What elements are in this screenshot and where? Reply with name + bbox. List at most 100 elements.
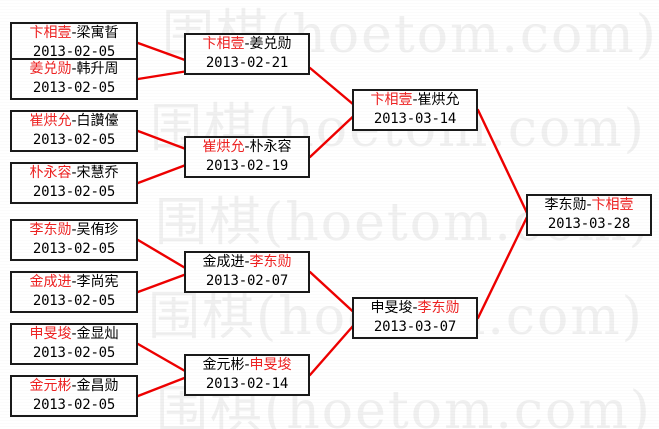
- vs-separator: -: [412, 300, 418, 316]
- match-loser: 白讚儓: [76, 113, 119, 129]
- vs-separator: -: [71, 113, 77, 129]
- match-date: 2013-02-05: [32, 345, 116, 361]
- match-box[interactable]: 李东勋-吴侑珍 2013-02-05: [10, 219, 138, 261]
- match-box[interactable]: 卞相壹-梁寓晢 2013-02-05: [10, 22, 138, 64]
- match-date: 2013-02-05: [32, 132, 116, 148]
- match-loser: 金显灿: [76, 326, 119, 342]
- match-date: 2013-02-19: [205, 158, 289, 174]
- match-date: 2013-02-05: [32, 184, 116, 200]
- vs-separator: -: [244, 254, 250, 270]
- match-loser: 朴永容: [249, 139, 292, 155]
- match-box[interactable]: 金成进-李东勋 2013-02-07: [184, 251, 310, 293]
- vs-separator: -: [71, 274, 77, 290]
- match-box[interactable]: 崔烘允-白讚儓 2013-02-05: [10, 110, 138, 152]
- match-date: 2013-03-14: [373, 111, 457, 127]
- match-box[interactable]: 金元彬-金昌勋 2013-02-05: [10, 375, 138, 417]
- match-loser: 李尚宪: [76, 274, 119, 290]
- edge-r1m6-r2m3: [136, 270, 194, 294]
- match-box[interactable]: 申旻埈-金显灿 2013-02-05: [10, 323, 138, 365]
- match-players: 崔烘允-白讚儓: [12, 112, 136, 131]
- vs-separator: -: [412, 92, 418, 108]
- vs-separator: -: [586, 197, 592, 213]
- edge-r1m5-r2m3: [136, 238, 194, 274]
- match-loser: 韩升周: [76, 61, 119, 77]
- edge-r2m3-r3m2: [308, 270, 362, 320]
- match-date: 2013-02-05: [32, 293, 116, 309]
- vs-separator: -: [244, 139, 250, 155]
- match-date: 2013-02-14: [205, 376, 289, 392]
- match-winner: 李东勋: [417, 300, 460, 316]
- edge-r2m4-r3m2: [308, 316, 362, 377]
- match-box[interactable]: 金元彬-申旻埈 2013-02-14: [184, 354, 310, 396]
- match-winner: 申旻埈: [249, 357, 292, 373]
- vs-separator: -: [71, 222, 77, 238]
- match-winner: 姜兑勋: [29, 61, 72, 77]
- match-date: 2013-03-07: [373, 319, 457, 335]
- match-date: 2013-02-05: [32, 397, 116, 413]
- match-winner: 李东勋: [29, 222, 72, 238]
- match-winner: 金元彬: [29, 378, 72, 394]
- match-loser: 梁寓晢: [76, 25, 119, 41]
- match-loser: 李东勋: [544, 197, 587, 213]
- match-box[interactable]: 卞相壹-姜兑勋 2013-02-21: [184, 33, 310, 75]
- match-players: 崔烘允-朴永容: [186, 138, 308, 157]
- vs-separator: -: [71, 25, 77, 41]
- vs-separator: -: [71, 165, 77, 181]
- match-players: 申旻埈-李东勋: [354, 299, 476, 318]
- edge-r2m1-r3m1: [308, 66, 362, 112]
- match-date: 2013-02-07: [205, 273, 289, 289]
- vs-separator: -: [244, 36, 250, 52]
- vs-separator: -: [244, 357, 250, 373]
- match-players: 卞相壹-崔烘允: [354, 91, 476, 110]
- vs-separator: -: [71, 326, 77, 342]
- match-winner: 卞相壹: [202, 36, 245, 52]
- match-players: 申旻埈-金显灿: [12, 325, 136, 344]
- match-players: 李东勋-卞相壹: [528, 196, 650, 215]
- match-date: 2013-02-05: [32, 44, 116, 60]
- match-date: 2013-02-21: [205, 55, 289, 71]
- edge-r1m7-r2m4: [136, 342, 194, 377]
- match-box[interactable]: 朴永容-宋慧乔 2013-02-05: [10, 162, 138, 204]
- match-loser: 吴侑珍: [76, 222, 119, 238]
- edge-r3m1-r4m1: [476, 108, 530, 217]
- match-box[interactable]: 卞相壹-崔烘允 2013-03-14: [352, 89, 478, 131]
- match-loser: 金元彬: [202, 357, 245, 373]
- match-loser: 宋慧乔: [76, 165, 119, 181]
- match-date: 2013-02-05: [32, 80, 116, 96]
- match-players: 金成进-李尚宪: [12, 273, 136, 292]
- match-winner: 卞相壹: [29, 25, 72, 41]
- match-winner: 李东勋: [249, 254, 292, 270]
- match-box[interactable]: 姜兑勋-韩升周 2013-02-05: [10, 58, 138, 100]
- match-loser: 崔烘允: [417, 92, 460, 108]
- match-players: 李东勋-吴侑珍: [12, 221, 136, 240]
- match-winner: 朴永容: [29, 165, 72, 181]
- match-date: 2013-02-05: [32, 241, 116, 257]
- match-winner: 卞相壹: [591, 197, 634, 213]
- match-loser: 金昌勋: [76, 378, 119, 394]
- match-box[interactable]: 金成进-李尚宪 2013-02-05: [10, 271, 138, 313]
- vs-separator: -: [71, 378, 77, 394]
- match-box[interactable]: 崔烘允-朴永容 2013-02-19: [184, 136, 310, 178]
- edge-r2m2-r3m1: [308, 108, 362, 159]
- match-loser: 姜兑勋: [249, 36, 292, 52]
- edge-r3m2-r4m1: [476, 213, 530, 320]
- match-players: 卞相壹-姜兑勋: [186, 35, 308, 54]
- match-winner: 卞相壹: [370, 92, 413, 108]
- match-box[interactable]: 申旻埈-李东勋 2013-03-07: [352, 297, 478, 339]
- vs-separator: -: [71, 61, 77, 77]
- match-players: 朴永容-宋慧乔: [12, 164, 136, 183]
- match-winner: 金成进: [29, 274, 72, 290]
- match-box-final[interactable]: 李东勋-卞相壹 2013-03-28: [526, 194, 652, 236]
- match-winner: 崔烘允: [29, 113, 72, 129]
- match-players: 金成进-李东勋: [186, 253, 308, 272]
- match-players: 姜兑勋-韩升周: [12, 60, 136, 79]
- match-players: 金元彬-申旻埈: [186, 356, 308, 375]
- match-players: 金元彬-金昌勋: [12, 377, 136, 396]
- edge-r1m8-r2m4: [136, 373, 194, 398]
- match-loser: 申旻埈: [370, 300, 413, 316]
- match-loser: 金成进: [202, 254, 245, 270]
- match-winner: 崔烘允: [202, 139, 245, 155]
